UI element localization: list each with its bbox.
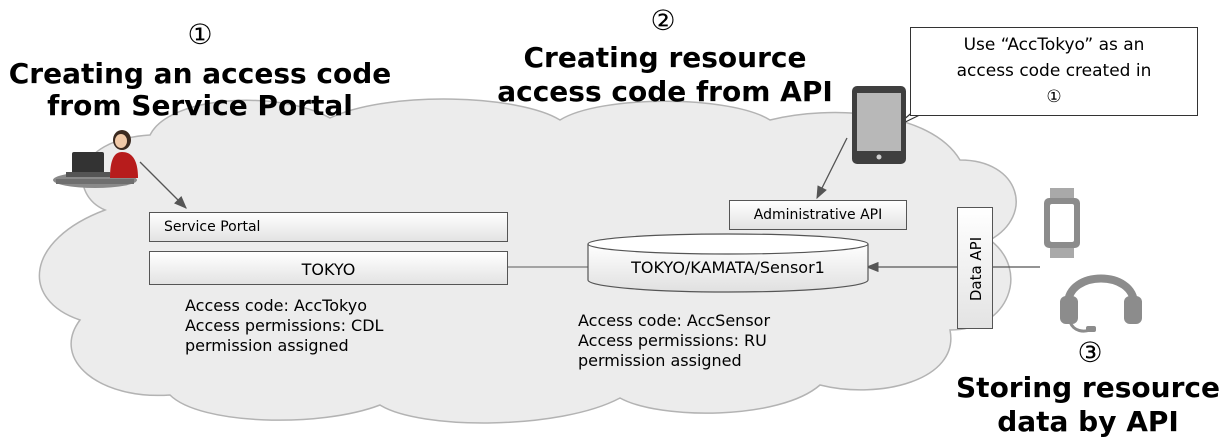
headset-icon xyxy=(1060,274,1142,333)
sensor-access-permissions: Access permissions: RU xyxy=(578,331,767,350)
step2-number: ② xyxy=(650,4,676,37)
step3-number: ③ xyxy=(1077,336,1103,369)
callout-line1: Use “AccTokyo” as an xyxy=(963,35,1145,55)
data-api-label: Data API xyxy=(967,236,985,302)
service-portal-label: Service Portal xyxy=(164,219,261,235)
step2-title-line2: access code from API xyxy=(497,75,833,108)
service-portal-box: Service Portal xyxy=(149,212,508,242)
tokyo-label: TOKYO xyxy=(301,260,356,279)
tokyo-access-code: Access code: AccTokyo xyxy=(185,296,367,315)
step3-title-line1: Storing resource xyxy=(956,371,1220,404)
step1-number: ① xyxy=(187,18,213,51)
sensor-permission-assigned: permission assigned xyxy=(578,351,742,370)
administrative-api-label: Administrative API xyxy=(753,207,883,223)
smartwatch-icon xyxy=(1044,188,1080,258)
data-api-box: Data API xyxy=(957,207,993,329)
arrow-tablet-to-admin-api xyxy=(816,137,848,200)
step1-title-line2: from Service Portal xyxy=(47,89,353,122)
callout-line3: ① xyxy=(1046,87,1062,107)
tokyo-permission-assigned: permission assigned xyxy=(185,336,349,355)
sensor-access-code: Access code: AccSensor xyxy=(578,311,771,330)
step2-title-line1: Creating resource xyxy=(523,41,807,74)
arrow-person-to-portal xyxy=(139,161,187,209)
tablet-icon xyxy=(852,86,906,164)
person-at-laptop-icon xyxy=(53,130,138,188)
tokyo-access-permissions: Access permissions: CDL xyxy=(185,316,384,335)
sensor-cylinder xyxy=(587,233,869,293)
callout-box: Use “AccTokyo” as an access code created… xyxy=(910,27,1198,116)
administrative-api-box: Administrative API xyxy=(729,200,907,230)
tokyo-box: TOKYO xyxy=(149,251,508,285)
callout-line2: access code created in xyxy=(956,61,1152,81)
step3-title-line2: data by API xyxy=(997,405,1179,438)
step1-title-line1: Creating an access code xyxy=(8,57,392,90)
sensor-label: TOKYO/KAMATA/Sensor1 xyxy=(631,258,825,277)
